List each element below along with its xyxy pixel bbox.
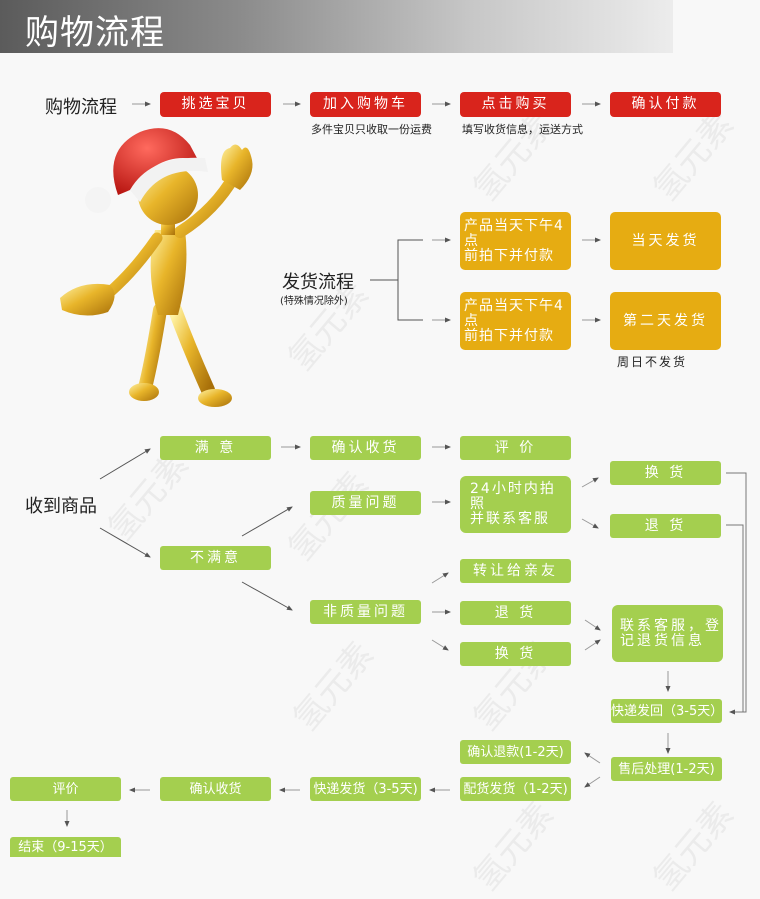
condition-before-4pm-2: 产品当天下午4点前拍下并付款 <box>460 292 571 350</box>
transfer-to-friend-box: 转让给亲友 <box>460 559 571 583</box>
step-confirm-payment: 确认付款 <box>610 92 721 117</box>
receive-goods-label: 收到商品 <box>25 496 97 517</box>
condition-before-4pm-1: 产品当天下午4点前拍下并付款 <box>460 212 571 270</box>
review-box-2: 评价 <box>10 777 121 801</box>
page-title: 购物流程 <box>25 13 165 53</box>
delivery-flow-sublabel: (特殊情况除外) <box>280 296 348 307</box>
restock-ship-box: 配货发货（1-2天) <box>460 777 571 801</box>
result-same-day-shipping: 当天发货 <box>610 212 721 270</box>
note-fill-address: 填写收货信息，运送方式 <box>462 123 583 136</box>
connector-lines <box>64 101 747 827</box>
exchange-box-2: 换 货 <box>460 642 571 666</box>
photo-contact-service-box: 24小时内拍照并联系客服 <box>460 476 571 533</box>
result-next-day-shipping: 第二天发货 <box>610 292 721 350</box>
confirm-receipt-box: 确认收货 <box>310 436 421 460</box>
after-sales-box: 售后处理(1-2天) <box>611 757 722 781</box>
condition-line: 前拍下并付款 <box>464 247 554 264</box>
box-line: 记退货信息 <box>620 632 705 649</box>
return-box-1: 退 货 <box>610 514 721 538</box>
step-click-buy: 点击购买 <box>460 92 571 117</box>
condition-line: 前拍下并付款 <box>464 327 554 344</box>
express-ship-box: 快递发货（3-5天) <box>310 777 421 801</box>
note-no-sunday-shipping: 周日不发货 <box>617 355 688 369</box>
quality-issue-box: 质量问题 <box>310 491 421 515</box>
golden-man-santa-hat-illustration <box>60 128 253 407</box>
ship-back-box: 快递发回（3-5天） <box>611 699 723 723</box>
end-box: 结束（9-15天） <box>10 837 121 857</box>
condition-line: 产品当天下午4点 <box>464 297 564 329</box>
shopping-flow-label: 购物流程 <box>45 97 117 118</box>
unsatisfied-box: 不满意 <box>160 546 271 570</box>
non-quality-issue-box: 非质量问题 <box>310 600 421 624</box>
exchange-box-1: 换 货 <box>610 461 721 485</box>
confirm-refund-box: 确认退款(1-2天) <box>460 740 571 764</box>
review-box: 评 价 <box>460 436 571 460</box>
contact-service-register-box: 联系客服，登记退货信息 <box>612 605 723 662</box>
satisfied-box: 满 意 <box>160 436 271 460</box>
confirm-receipt-box-2: 确认收货 <box>160 777 271 801</box>
condition-line: 产品当天下午4点 <box>464 217 564 249</box>
delivery-flow-label: 发货流程 <box>282 272 354 293</box>
box-line: 24小时内拍照 <box>470 481 556 512</box>
box-line: 并联系客服 <box>470 511 550 527</box>
box-line: 联系客服，登 <box>620 617 722 634</box>
step-add-to-cart: 加入购物车 <box>310 92 421 117</box>
note-shipping-fee: 多件宝贝只收取一份运费 <box>311 123 432 136</box>
header-banner: 购物流程 <box>0 0 673 53</box>
step-select-item: 挑选宝贝 <box>160 92 271 117</box>
return-box-2: 退 货 <box>460 601 571 625</box>
